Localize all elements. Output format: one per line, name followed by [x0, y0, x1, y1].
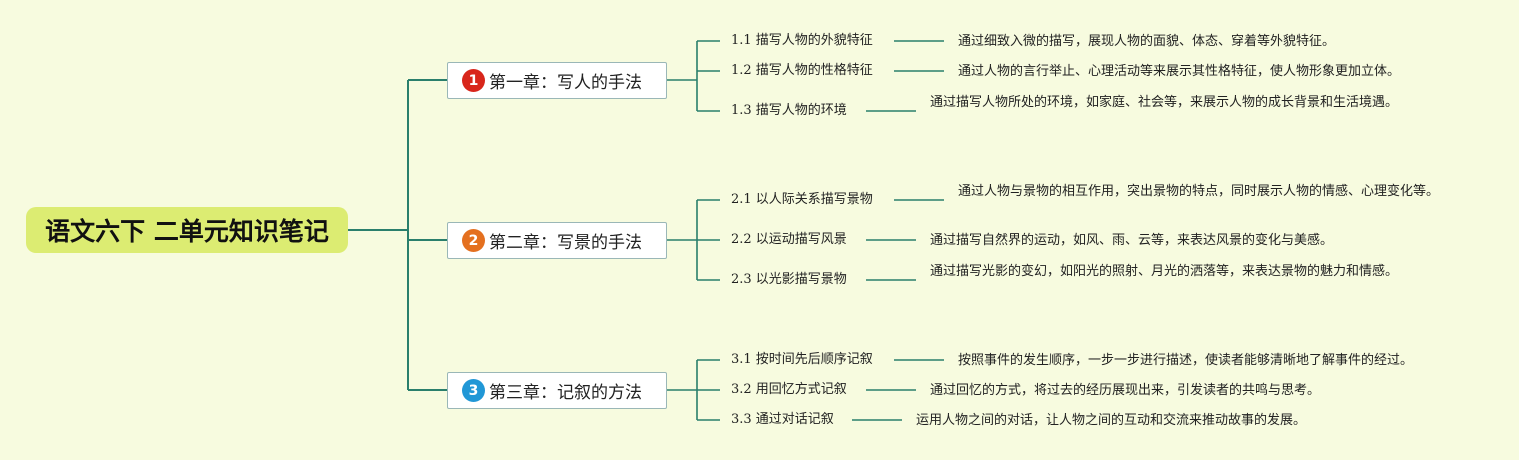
detail-3-3[interactable]: 运用人物之间的对话，让人物之间的互动和交流来推动故事的发展。	[916, 413, 1307, 428]
chapter-1-connector	[667, 40, 720, 112]
root-connector	[348, 79, 447, 391]
subtopic-label: 用回忆方式记叙	[755, 382, 847, 397]
number-badge-icon: 1	[462, 69, 485, 92]
chapter-2-connector	[667, 199, 720, 281]
subtopic-number: 1.3	[731, 103, 752, 118]
subtopic-label: 描写人物的环境	[755, 103, 847, 118]
subtopic-label: 通过对话记叙	[755, 412, 834, 427]
subtopic-label: 以人际关系描写景物	[755, 192, 873, 207]
subtopic-number: 3.2	[731, 382, 752, 397]
detail-1-1[interactable]: 通过细致入微的描写，展现人物的面貌、体态、穿着等外貌特征。	[958, 34, 1336, 49]
subtopic-label: 以运动描写风景	[755, 232, 847, 247]
detail-connectors	[852, 40, 944, 421]
subtopic-label: 描写人物的性格特征	[755, 63, 873, 78]
chapter-3-connector	[667, 359, 720, 421]
subtopic-number: 3.3	[731, 412, 752, 427]
chapter-title: 第三章：记叙的方法	[489, 383, 642, 403]
chapter-3-topic[interactable]: 3 第三章：记叙的方法	[447, 372, 667, 409]
subtopic-number: 2.1	[731, 192, 752, 207]
number-badge-icon: 2	[462, 229, 485, 252]
detail-3-2[interactable]: 通过回忆的方式，将过去的经历展现出来，引发读者的共鸣与思考。	[930, 383, 1321, 398]
subtopic-number: 1.2	[731, 63, 752, 78]
chapter-title: 第二章：写景的手法	[489, 233, 642, 253]
detail-1-3[interactable]: 通过描写人物所处的环境，如家庭、社会等，来展示人物的成长背景和生活境遇。	[930, 95, 1399, 110]
number-badge-icon: 3	[462, 379, 485, 402]
chapter-2-topic[interactable]: 2 第二章：写景的手法	[447, 222, 667, 259]
chapter-title: 第一章：写人的手法	[489, 73, 642, 93]
subtopic-label: 描写人物的外貌特征	[755, 33, 873, 48]
detail-2-3[interactable]: 通过描写光影的变幻，如阳光的照射、月光的洒落等，来表达景物的魅力和情感。	[930, 264, 1399, 279]
detail-1-2[interactable]: 通过人物的言行举止、心理活动等来展示其性格特征，使人物形象更加立体。	[958, 64, 1401, 79]
detail-3-1[interactable]: 按照事件的发生顺序，一步一步进行描述，使读者能够清晰地了解事件的经过。	[958, 353, 1414, 368]
subtopic-number: 1.1	[731, 33, 752, 48]
root-topic[interactable]: 语文六下 二单元知识笔记	[26, 207, 348, 253]
chapter-1-topic[interactable]: 1 第一章：写人的手法	[447, 62, 667, 99]
subtopic-label: 以光影描写景物	[755, 272, 847, 287]
root-title: 语文六下 二单元知识笔记	[45, 217, 329, 246]
subtopic-number: 2.3	[731, 272, 752, 287]
subtopic-label: 按时间先后顺序记叙	[755, 352, 873, 367]
subtopic-number: 2.2	[731, 232, 752, 247]
subtopic-number: 3.1	[731, 352, 752, 367]
detail-2-1[interactable]: 通过人物与景物的相互作用，突出景物的特点，同时展示人物的情感、心理变化等。	[958, 184, 1440, 199]
detail-2-2[interactable]: 通过描写自然界的运动，如风、雨、云等，来表达风景的变化与美感。	[930, 233, 1334, 248]
